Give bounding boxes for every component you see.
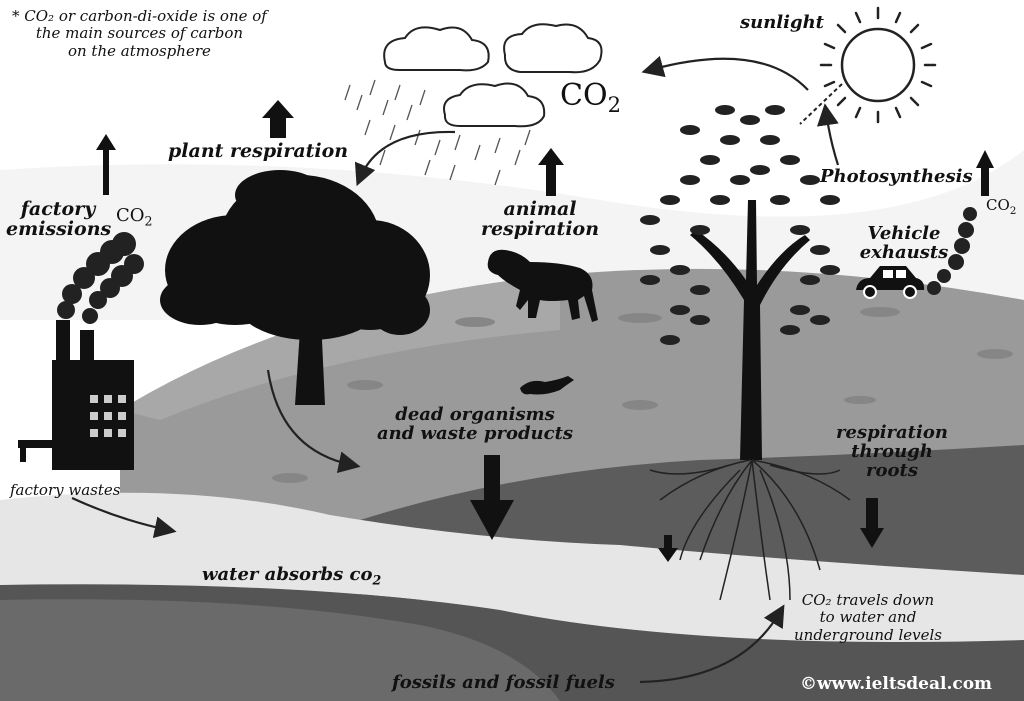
co2-factory-sub: 2 [145, 214, 153, 229]
co2-note-line3: on the atmosphere [12, 43, 267, 60]
co2-factory-text: CO [116, 205, 145, 226]
respiration-roots-line3: roots [830, 462, 954, 481]
co2-factory-label: CO2 [116, 205, 153, 229]
respiration-roots-line2: through [830, 443, 954, 462]
photosynthesis-label: Photosynthesis [820, 168, 973, 187]
factory-emissions-line2: emissions [6, 220, 110, 240]
co2-travels-line1: CO₂ travels down [788, 592, 948, 609]
co2-sky-text: CO [560, 78, 608, 113]
co2-vehicle-sub: 2 [1010, 205, 1017, 217]
dead-organisms-line2: and waste products [368, 425, 582, 444]
co2-vehicle-text: CO [986, 196, 1010, 214]
respiration-roots-label: respiration through roots [830, 424, 954, 481]
water-absorbs-label: water absorbs co2 [202, 566, 381, 587]
co2-note: * CO₂ or carbon-di-oxide is one of the m… [12, 8, 267, 60]
water-absorbs-sub: 2 [373, 573, 382, 588]
co2-sky-sub: 2 [608, 93, 621, 117]
factory-emissions-line1: factory [6, 200, 110, 220]
co2-sky-label: CO2 [560, 78, 621, 117]
animal-respiration-label: animal respiration [480, 200, 600, 240]
co2-vehicle-label: CO2 [986, 196, 1016, 217]
plant-respiration-label: plant respiration [168, 142, 348, 162]
vehicle-exhausts-line2: exhausts [858, 244, 950, 263]
watermark: ©www.ieltsdeal.com [800, 674, 992, 694]
co2-travels-line3: underground levels [788, 627, 948, 644]
animal-respiration-line2: respiration [480, 220, 600, 240]
sunlight-label: sunlight [740, 14, 824, 33]
factory-wastes-label: factory wastes [10, 482, 120, 499]
co2-travels-label: CO₂ travels down to water and undergroun… [788, 592, 948, 644]
water-absorbs-text: water absorbs co [202, 564, 373, 585]
animal-respiration-line1: animal [480, 200, 600, 220]
factory-emissions-label: factory emissions [6, 200, 110, 240]
fossils-label: fossils and fossil fuels [392, 674, 615, 693]
co2-note-line2: the main sources of carbon [12, 25, 267, 42]
co2-note-line1: * CO₂ or carbon-di-oxide is one of [12, 8, 267, 25]
factory-windows [90, 395, 126, 437]
dead-organisms-label: dead organisms and waste products [368, 406, 582, 444]
vehicle-exhausts-label: Vehicle exhausts [858, 225, 950, 263]
co2-travels-line2: to water and [788, 609, 948, 626]
